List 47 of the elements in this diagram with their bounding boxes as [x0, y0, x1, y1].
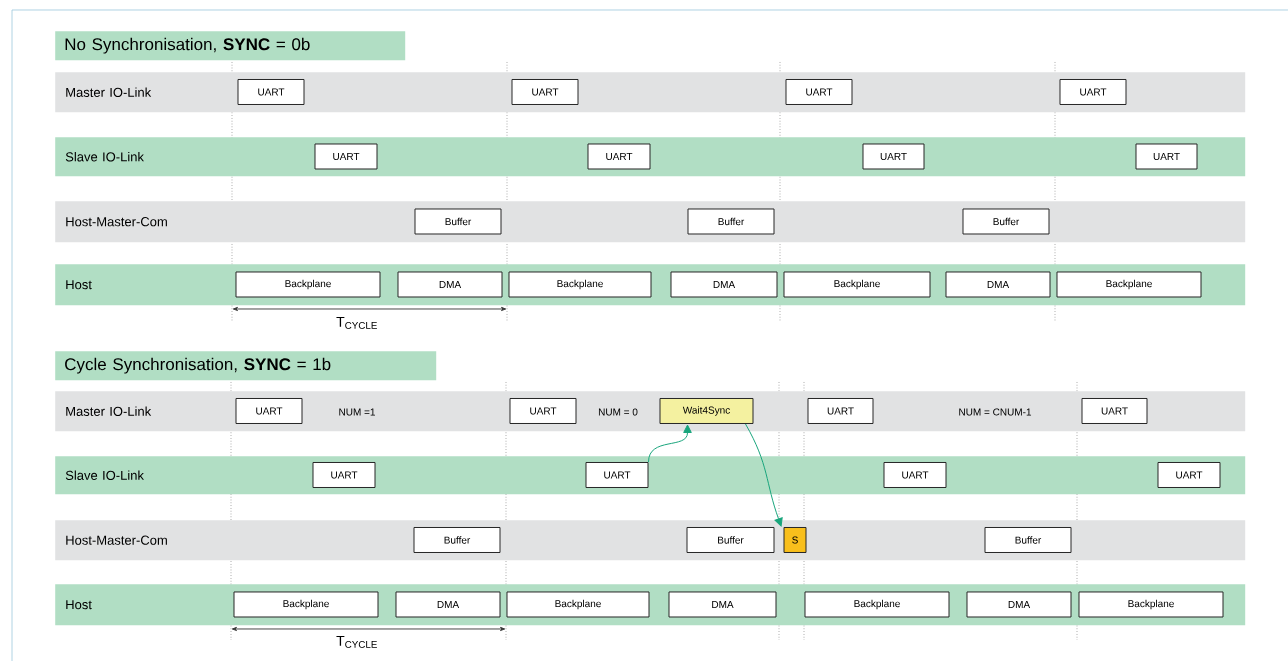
process-box: DMA	[670, 271, 778, 298]
process-box: Backplane	[508, 271, 652, 298]
process-box: Wait4Sync	[659, 398, 754, 424]
dimension-label: T$_{CYCLE}$	[336, 317, 377, 329]
process-box: Backplane	[1078, 591, 1224, 618]
process-box: UART	[585, 462, 649, 488]
process-box: UART	[587, 143, 651, 170]
process-box: Backplane	[1056, 271, 1202, 298]
variable-label: NUM = CNUM-1	[959, 408, 1032, 416]
process-box: UART	[1059, 79, 1127, 105]
process-box: DMA	[966, 591, 1072, 618]
process-box: UART	[312, 462, 376, 488]
variable-label: NUM = 0	[598, 408, 638, 416]
process-box: UART	[235, 398, 303, 424]
process-box: Backplane	[233, 591, 379, 618]
process-box: Backplane	[783, 271, 931, 298]
process-box: UART	[862, 143, 925, 170]
process-box: Buffer	[962, 208, 1050, 235]
process-box: UART	[785, 79, 853, 105]
dimension-label: T$_{CYCLE}$	[336, 636, 377, 648]
process-box: UART	[1157, 462, 1221, 488]
process-box: UART	[1081, 398, 1148, 424]
process-box: Backplane	[804, 591, 950, 618]
section-heading: No Synchronisation, SYNC = 0b	[55, 31, 406, 61]
process-box: DMA	[668, 591, 777, 618]
process-box: UART	[807, 398, 874, 424]
process-box: UART	[509, 398, 577, 424]
process-box: DMA	[395, 591, 501, 618]
process-box: Buffer	[687, 208, 775, 235]
process-box: Buffer	[686, 527, 775, 553]
process-box: UART	[511, 79, 579, 105]
arrow	[745, 423, 783, 527]
process-box: UART	[237, 79, 305, 105]
process-box: Backplane	[235, 271, 381, 298]
process-box: Buffer	[414, 208, 502, 235]
process-box: UART	[883, 462, 947, 488]
process-box: DMA	[397, 271, 503, 298]
section-heading: Cycle Synchronisation, SYNC = 1b	[55, 351, 437, 381]
variable-label: NUM =1	[339, 408, 375, 416]
process-box: UART	[1135, 143, 1198, 170]
process-box: UART	[314, 143, 378, 170]
process-box: Buffer	[984, 527, 1072, 553]
process-box: S	[783, 527, 807, 553]
arrow	[648, 424, 692, 463]
process-box: DMA	[945, 271, 1051, 298]
process-box: Buffer	[413, 527, 501, 553]
process-box: Backplane	[506, 591, 650, 618]
